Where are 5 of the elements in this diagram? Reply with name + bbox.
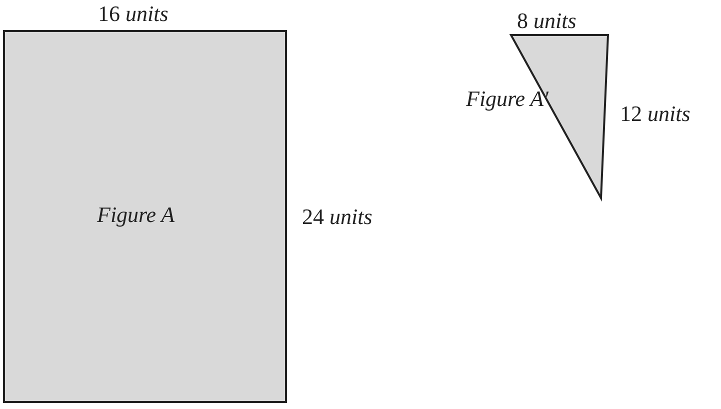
dimension-label: 16 units xyxy=(98,1,168,27)
dimension-label: 24 units xyxy=(302,204,372,230)
dimension-label: 8 units xyxy=(517,8,576,34)
figure-name: Figure A xyxy=(97,202,175,228)
dimension-label: 12 units xyxy=(620,101,690,127)
